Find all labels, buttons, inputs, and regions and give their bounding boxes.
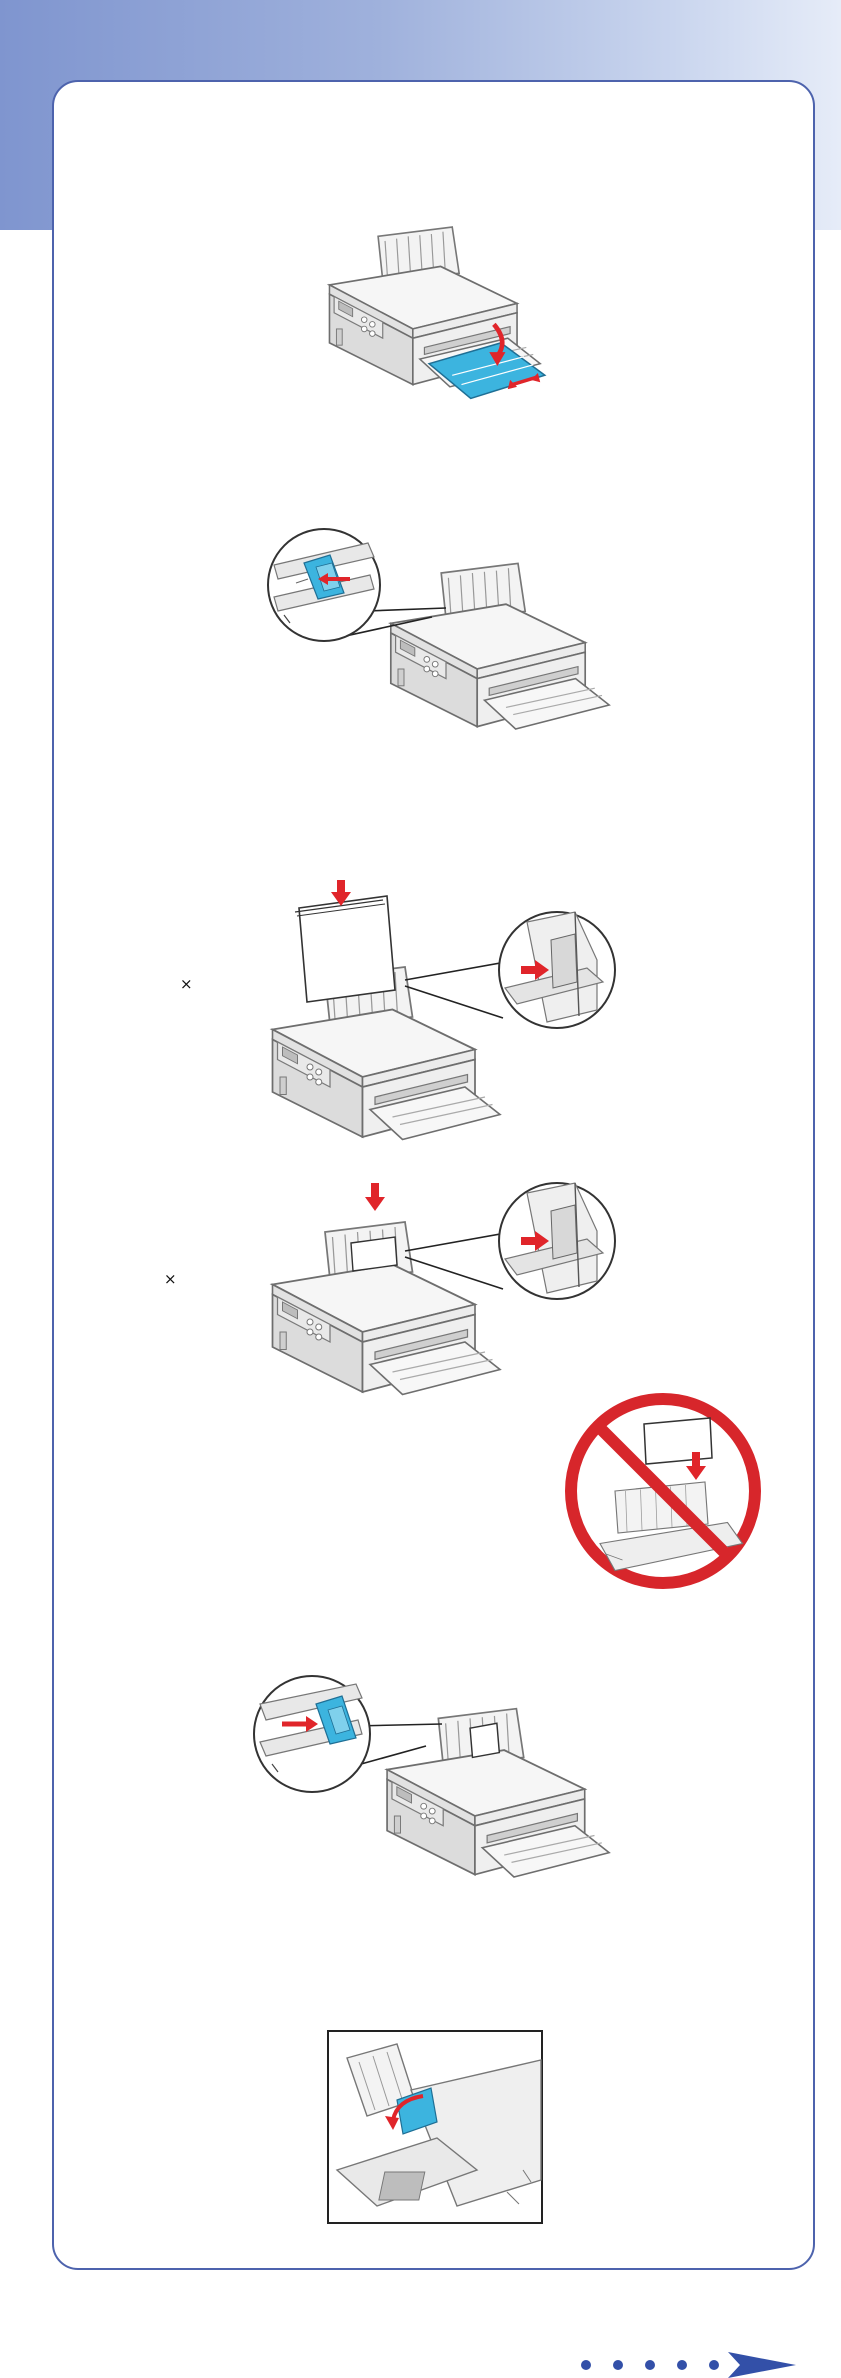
nav-dot	[677, 2360, 687, 2370]
next-page-arrow-icon	[728, 2352, 796, 2378]
load-paper-stack-illustration	[255, 880, 625, 1150]
feeder-guard-illustration	[327, 2030, 543, 2224]
edge-guide-slide-left-illustration	[262, 515, 622, 747]
next-page-nav[interactable]	[578, 2352, 798, 2378]
nav-dot	[581, 2360, 591, 2370]
printer-output-tray-illustration	[306, 190, 566, 410]
multiplier-symbol-1: ×	[180, 975, 193, 993]
nav-dot	[613, 2360, 623, 2370]
load-paper-single-illustration	[255, 1155, 625, 1405]
nav-dot	[645, 2360, 655, 2370]
multiplier-symbol-2: ×	[164, 1270, 177, 1288]
edge-guide-slide-right-illustration	[246, 1660, 626, 1900]
prohibited-icon	[560, 1388, 766, 1594]
nav-dot	[709, 2360, 719, 2370]
